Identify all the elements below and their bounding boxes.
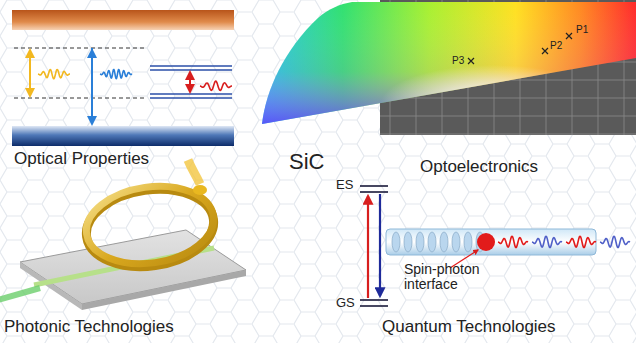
- photon-wave: [498, 236, 528, 247]
- point-label: P2: [550, 40, 562, 51]
- panel-title: Optical Properties: [14, 150, 149, 169]
- panel-title: Photonic Technologies: [4, 318, 174, 337]
- photon-wave: [600, 236, 630, 247]
- grid-line: [380, 98, 636, 99]
- point-label: P3: [452, 55, 464, 66]
- panel-title: Optoelectronics: [420, 158, 538, 177]
- panel-title: Quantum Technologies: [382, 318, 556, 337]
- center-title: SiC: [289, 150, 324, 174]
- point-label: P1: [576, 24, 588, 35]
- nanobeam-hole: [404, 232, 412, 252]
- grid-line: [380, 134, 636, 135]
- photon-wave: [100, 69, 132, 78]
- nanobeam-hole: [392, 232, 400, 252]
- nanobeam-hole: [416, 232, 424, 252]
- photon-wave: [566, 236, 596, 247]
- photon-wave: [38, 69, 70, 78]
- nanobeam-hole: [452, 232, 460, 252]
- nanobeam-hole: [464, 232, 472, 252]
- nanobeam-hole: [428, 232, 436, 252]
- photon-wave: [532, 236, 562, 247]
- nanobeam-hole: [440, 232, 448, 252]
- level-label: GS: [336, 296, 355, 310]
- grid-line: [380, 116, 636, 117]
- level-label: ES: [336, 178, 353, 192]
- annotation: Spin-photon interface: [404, 262, 516, 293]
- photon-wave: [200, 81, 232, 90]
